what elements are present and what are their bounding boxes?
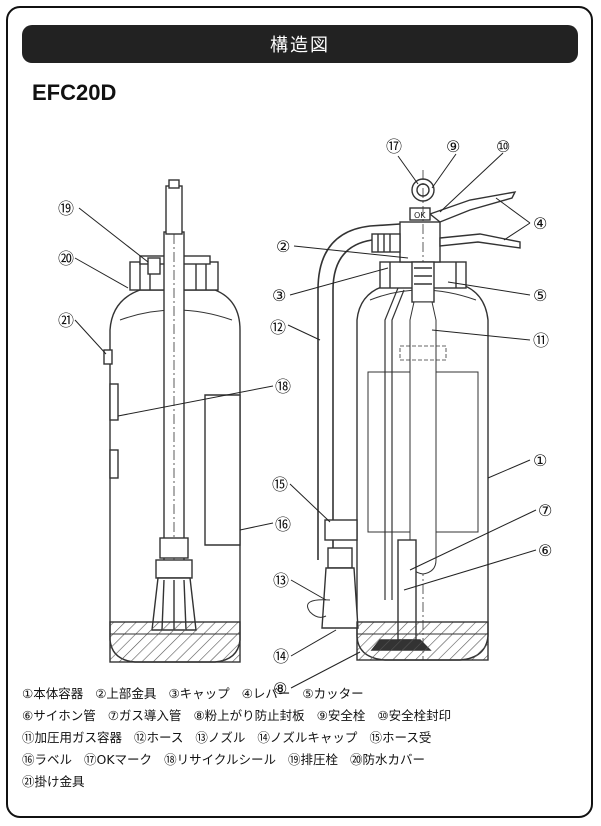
callout-15: ⑮ <box>272 475 288 494</box>
callout-20: ⑳ <box>58 249 74 268</box>
legend-item: ⑫ホース <box>134 730 184 745</box>
callout-3: ③ <box>272 286 286 305</box>
callout-7: ⑦ <box>538 501 552 520</box>
legend-item: ①本体容器 <box>22 686 84 701</box>
legend-item: ③キャップ <box>168 686 230 701</box>
callout-9: ⑨ <box>446 137 460 156</box>
legend-item: ⑯ラベル <box>22 752 73 767</box>
callout-18: ⑱ <box>275 377 291 396</box>
page-title: 構造図 <box>22 25 578 63</box>
legend-row: ㉑掛け金具 <box>22 771 582 793</box>
callout-10: ⑩ <box>496 137 510 156</box>
callout-19: ⑲ <box>58 199 74 218</box>
legend-item: ⑨安全栓 <box>316 708 366 723</box>
model-number: EFC20D <box>32 80 117 105</box>
callout-12: ⑫ <box>270 318 286 337</box>
legend-item: ④レバー <box>241 686 291 701</box>
leader-lines <box>74 152 537 689</box>
callout-21: ㉑ <box>58 311 74 330</box>
callout-5: ⑤ <box>533 286 547 305</box>
legend-item: ⑦ガス導入管 <box>107 708 182 723</box>
legend-item: ⑱リサイクルシール <box>164 752 276 767</box>
legend-row: ①本体容器 ②上部金具 ③キャップ ④レバー ⑤カッター <box>22 683 582 705</box>
side-view-extinguisher <box>103 179 241 663</box>
legend-row: ⑥サイホン管 ⑦ガス導入管 ⑧粉上がり防止封板 ⑨安全栓 ⑩安全栓封印 <box>22 705 582 727</box>
callout-labels: ⑲ ⑳ ㉑ ⑱ ⑯ ② ③ ⑫ ⑮ ⑬ ⑭ ⑧ ⑰ ⑨ ⑩ ④ ⑤ ⑪ ① ⑦ … <box>58 137 552 698</box>
legend-row: ⑯ラベル ⑰OKマーク ⑱リサイクルシール ⑲排圧栓 ⑳防水カバー <box>22 749 582 771</box>
legend-item: ⑰OKマーク <box>84 752 153 767</box>
legend-item: ⑪加圧用ガス容器 <box>22 730 123 745</box>
callout-17: ⑰ <box>386 137 402 156</box>
legend-item: ⑲排圧栓 <box>287 752 338 767</box>
legend-item: ⑧粉上がり防止封板 <box>193 708 305 723</box>
legend-row: ⑪加圧用ガス容器 ⑫ホース ⑬ノズル ⑭ノズルキャップ ⑮ホース受 <box>22 727 582 749</box>
legend-item: ⑭ノズルキャップ <box>257 730 358 745</box>
callout-4: ④ <box>533 214 547 233</box>
callout-11: ⑪ <box>533 331 549 350</box>
callout-16: ⑯ <box>275 515 291 534</box>
legend-item: ⑩安全栓封印 <box>377 708 452 723</box>
ok-mark-text: OK <box>414 211 426 220</box>
legend-item: ⑤カッター <box>302 686 364 701</box>
legend-item: ㉑掛け金具 <box>22 774 85 789</box>
legend-item: ⑬ノズル <box>195 730 246 745</box>
callout-13: ⑬ <box>273 571 289 590</box>
diagram-frame <box>6 6 593 818</box>
callout-14: ⑭ <box>273 647 289 666</box>
legend-item: ⑮ホース受 <box>369 730 432 745</box>
callout-8: ⑧ <box>273 679 287 698</box>
callout-6: ⑥ <box>538 541 552 560</box>
callout-2: ② <box>276 237 290 256</box>
cutaway-extinguisher: OK <box>307 170 521 661</box>
legend-item: ⑳防水カバー <box>349 752 425 767</box>
legend-item: ②上部金具 <box>95 686 157 701</box>
legend-item: ⑥サイホン管 <box>22 708 96 723</box>
callout-1: ① <box>533 451 547 470</box>
parts-legend: ①本体容器 ②上部金具 ③キャップ ④レバー ⑤カッター ⑥サイホン管 ⑦ガス導入管 ⑧粉上… <box>22 683 582 793</box>
